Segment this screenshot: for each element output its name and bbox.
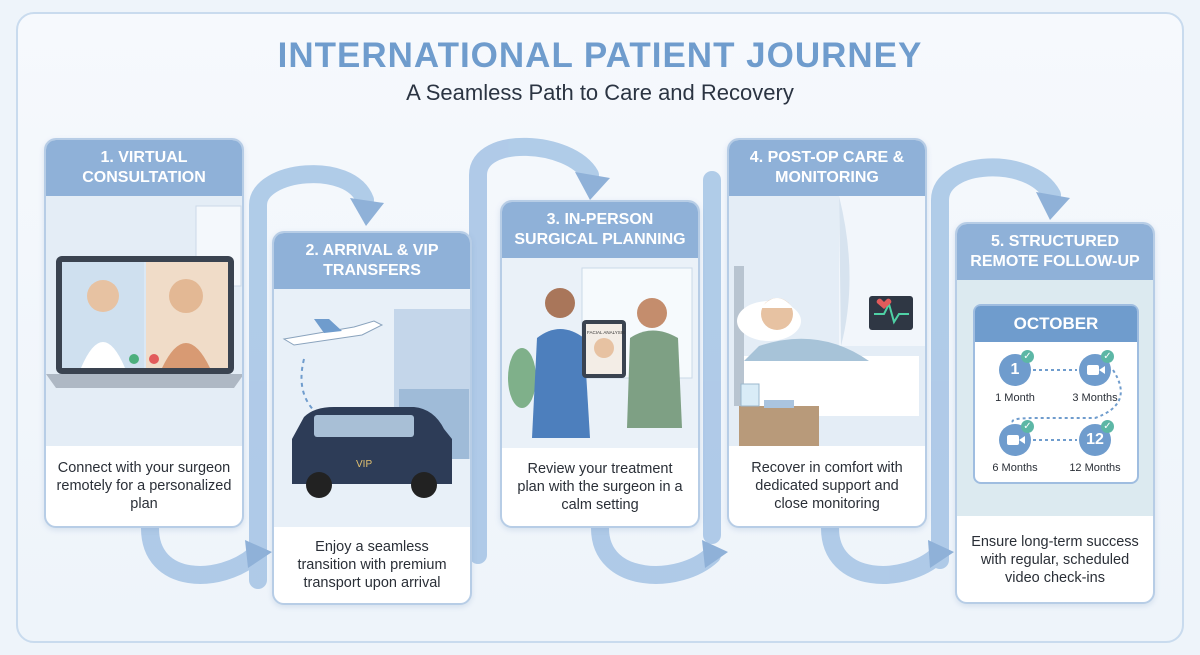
flow-arrow-2-top: [249, 165, 374, 589]
step-5-description: Ensure long-term success with regular, s…: [971, 534, 1139, 586]
van-vip-badge: VIP: [356, 459, 372, 470]
step-3-title: 3. IN-PERSON SURGICAL PLANNING: [502, 202, 698, 258]
step-card-1: 1. VIRTUAL CONSULTATION Connect with you…: [44, 138, 244, 528]
step-4-illustration: [729, 196, 925, 446]
laptop-video-call-icon: [46, 196, 242, 446]
step-card-4: 4. POST-OP CARE & MONITORING Recover in …: [727, 138, 927, 528]
flow-arrow-4-5-bottom: [821, 519, 947, 584]
step-5-title: 5. STRUCTURED REMOTE FOLLOW-UP: [957, 224, 1153, 280]
step-1-description: Connect with your surgeon remotely for a…: [56, 460, 232, 512]
step-1-title: 1. VIRTUAL CONSULTATION: [46, 140, 242, 196]
step-2-description: Enjoy a seamless transition with premium…: [297, 539, 447, 591]
flow-arrow-1-2-bottom: [141, 519, 264, 584]
milestone-connectors: [1011, 369, 1122, 441]
page-subtitle: A Seamless Path to Care and Recovery: [406, 80, 794, 105]
step-2-illustration: VIP: [274, 289, 470, 527]
step-1-illustration: [46, 196, 242, 446]
milestone-4-label: 12 Months: [1069, 462, 1121, 474]
airplane-van-icon: VIP: [274, 289, 470, 527]
check-icon: ✓: [1021, 420, 1034, 433]
step-2-title: 2. ARRIVAL & VIP TRANSFERS: [274, 233, 470, 289]
flow-arrow-2-3-bottom: [469, 137, 599, 564]
surgeon-tablet-icon: FACIAL ANALYSIS: [502, 258, 698, 448]
flow-arrowhead-2: [350, 198, 384, 226]
milestone-3-label: 6 Months: [992, 462, 1038, 474]
step-3-illustration: FACIAL ANALYSIS: [502, 258, 698, 448]
flow-arrowhead-3: [575, 172, 610, 200]
milestone-1-label: 1 Month: [995, 392, 1035, 404]
step-3-description: Review your treatment plan with the surg…: [517, 461, 683, 513]
flow-arrowhead-6: [1036, 192, 1070, 220]
check-icon: ✓: [1101, 350, 1114, 363]
flow-arrowhead-5: [928, 540, 954, 568]
step-4-title: 4. POST-OP CARE & MONITORING: [729, 140, 925, 196]
step-4-description: Recover in comfort with dedicated suppor…: [751, 460, 903, 512]
calendar-month: OCTOBER: [975, 306, 1137, 342]
calendar-icon: OCTOBER 1 ✓ 1 Month ✓ 3 Months ✓ 6 Month…: [973, 304, 1139, 484]
check-icon: ✓: [1101, 420, 1114, 433]
flow-arrow-3-4-bottom: [591, 519, 721, 584]
step-5-illustration: OCTOBER 1 ✓ 1 Month ✓ 3 Months ✓ 6 Month…: [957, 280, 1153, 516]
flow-arrowhead-4: [702, 540, 728, 568]
step-card-2: 2. ARRIVAL & VIP TRANSFERS VIP Enjoy a s…: [272, 231, 472, 605]
step-card-3: 3. IN-PERSON SURGICAL PLANNING FACIAL AN…: [500, 200, 700, 528]
tablet-label: FACIAL ANALYSIS: [587, 330, 625, 335]
hospital-bed-icon: [729, 196, 925, 446]
flow-arrow-5-top: [931, 158, 1061, 569]
step-card-5: 5. STRUCTURED REMOTE FOLLOW-UP OCTOBER 1…: [955, 222, 1155, 604]
check-icon: ✓: [1021, 350, 1034, 363]
flow-arrowhead-1: [245, 540, 272, 568]
milestone-2-label: 3 Months: [1072, 392, 1118, 404]
page-title: INTERNATIONAL PATIENT JOURNEY: [277, 36, 923, 75]
